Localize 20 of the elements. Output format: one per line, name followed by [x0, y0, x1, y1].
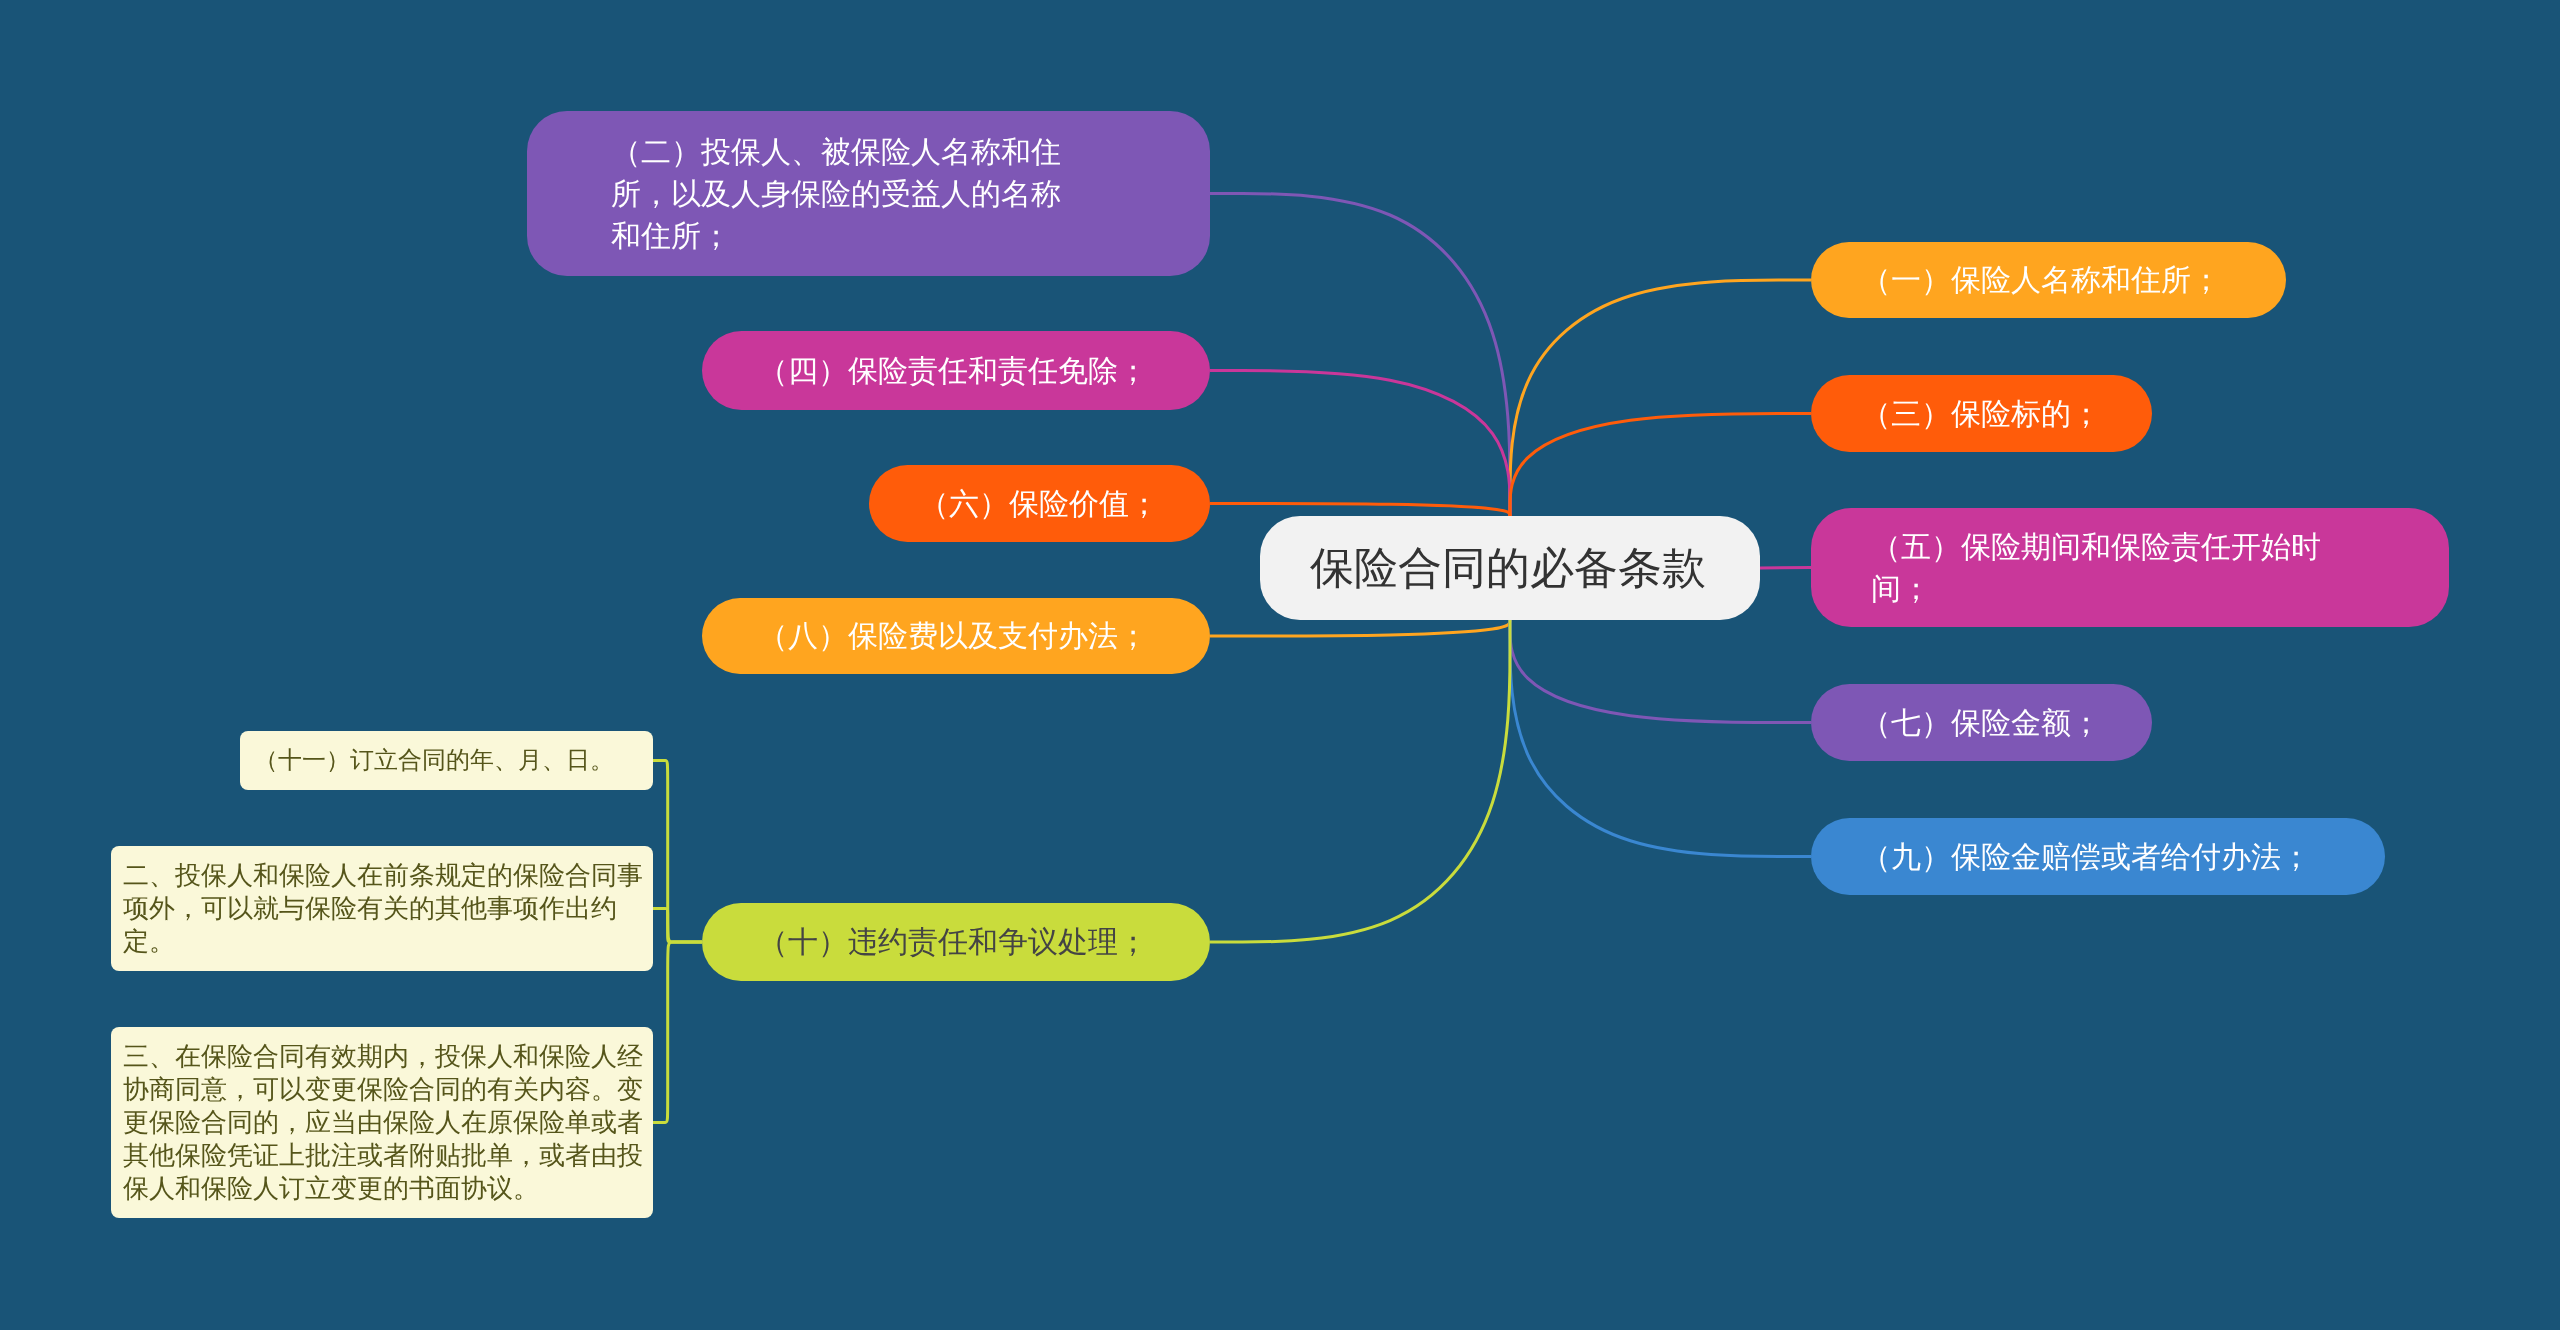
topic-pill: （一）保险人名称和住所；: [1811, 242, 2286, 318]
detail-note: 二、投保人和保险人在前条规定的保险合同事项外，可以就与保险有关的其他事项作出约定。: [111, 846, 653, 971]
topic-pill: （五）保险期间和保险责任开始时间；: [1811, 508, 2449, 627]
detail-note: （十一）订立合同的年、月、日。: [240, 731, 653, 790]
connector-line: [1210, 620, 1512, 944]
topic-pill: （三）保险标的；: [1811, 375, 2152, 452]
connector-line: [1210, 502, 1512, 517]
topic-pill: （九）保险金赔偿或者给付办法；: [1811, 818, 2385, 895]
topic-pill: （七）保险金额；: [1811, 684, 2152, 761]
topic-pill: （四）保险责任和责任免除；: [702, 331, 1210, 410]
central-topic: 保险合同的必备条款: [1260, 516, 1760, 620]
topic-pill: （十）违约责任和争议处理；: [702, 903, 1210, 981]
detail-note: 三、在保险合同有效期内，投保人和保险人经协商同意，可以变更保险合同的有关内容。变更保险合同的，应当由保险人在原保险单或者其他保险凭证上批注或者附贴批单，或者由投保人和保险人订立变更的书面协议。: [111, 1027, 653, 1218]
connector-line: [1210, 619, 1512, 638]
connector-line: [1508, 412, 1811, 516]
connector-line: [653, 940, 702, 1124]
topic-pill: （八）保险费以及支付办法；: [702, 598, 1210, 674]
topic-pill: （六）保险价值；: [869, 465, 1210, 542]
connector-line: [1760, 566, 1811, 570]
topic-pill: （二）投保人、被保险人名称和住所，以及人身保险的受益人的名称和住所；: [527, 111, 1210, 276]
